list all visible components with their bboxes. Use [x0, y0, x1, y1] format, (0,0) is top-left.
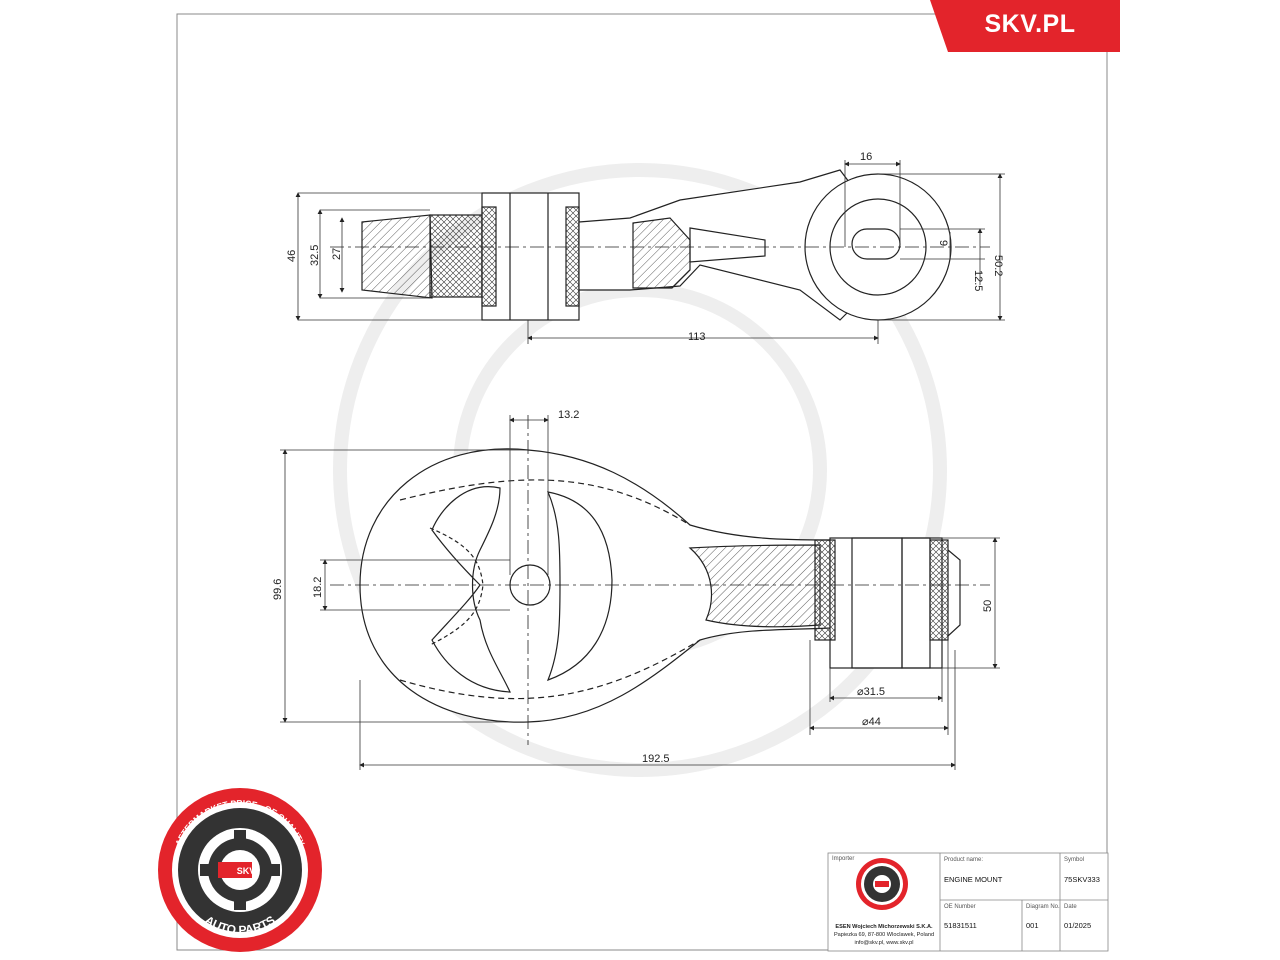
bottom-view: [330, 415, 990, 745]
date-label: Date: [1064, 904, 1077, 910]
top-dimension-labels: 16 9 50.2 12.5 46 32.5 27 113: [286, 151, 1004, 343]
dim-12-5: 12.5: [972, 270, 984, 291]
bottom-dimensions: [280, 415, 1000, 770]
dim-99-6: 99.6: [272, 579, 284, 600]
dim-113: 113: [688, 331, 706, 343]
top-view: [330, 169, 990, 321]
dim-46: 46: [286, 250, 298, 262]
dim-32-5: 32.5: [309, 245, 321, 266]
skv-badge: SKV AFTERMARKET PRICE · OE QUALITY AUTO …: [158, 788, 322, 952]
badge-center-text: SKV: [237, 866, 256, 876]
rubber-block-left: [361, 214, 433, 299]
drawing-frame: [176, 13, 1108, 951]
importer-line2: Papiezka 69, 87-800 Wloclawek, Poland: [834, 932, 934, 938]
dim-13-2: 13.2: [558, 409, 579, 421]
dim-44: ⌀44: [862, 716, 881, 728]
arm-neck-hatch: [688, 544, 821, 628]
dim-27: 27: [331, 248, 343, 260]
oe-number-value: 51831511: [944, 921, 977, 930]
product-name-label: Product name:: [944, 857, 983, 863]
arm-outline: [359, 448, 831, 723]
dim-192-5: 192.5: [642, 753, 670, 765]
brand-ribbon: [930, 0, 1120, 52]
dim-18-2: 18.2: [312, 577, 324, 598]
importer-label: Importer: [832, 856, 854, 862]
title-block: Importer ESEN Wojciech Michorzewski S.K.…: [827, 852, 1109, 952]
symbol-label: Symbol: [1064, 857, 1084, 863]
rubber-cross-left: [429, 214, 483, 298]
brand-logo[interactable]: SKV.PL: [984, 10, 1076, 38]
dim-9: 9: [937, 240, 949, 246]
dim-50-2: 50.2: [992, 255, 1004, 276]
diagram-no-value: 001: [1026, 921, 1039, 930]
diagram-no-label: Diagram No.: [1026, 904, 1060, 910]
top-dimensions: [295, 160, 1005, 344]
dim-50: 50: [982, 600, 994, 612]
date-value: 01/2025: [1064, 921, 1091, 930]
bottom-dimension-labels: 13.2 99.6 18.2 50 ⌀31.5 ⌀44 192.5: [272, 409, 994, 765]
symbol-value: 75SKV333: [1064, 875, 1100, 884]
dim-31-5: ⌀31.5: [857, 686, 885, 698]
importer-line3: info@skv.pl, www.skv.pl: [855, 940, 914, 946]
mini-badge: [856, 858, 908, 910]
dim-16: 16: [860, 151, 872, 163]
bushing-right: [829, 537, 943, 669]
oe-number-label: OE Number: [944, 904, 976, 910]
importer-line1: ESEN Wojciech Michorzewski S.K.A.: [835, 924, 933, 930]
bushing-sleeve: [481, 192, 580, 321]
eye-outer: [804, 173, 952, 321]
product-name-value: ENGINE MOUNT: [944, 875, 1003, 884]
